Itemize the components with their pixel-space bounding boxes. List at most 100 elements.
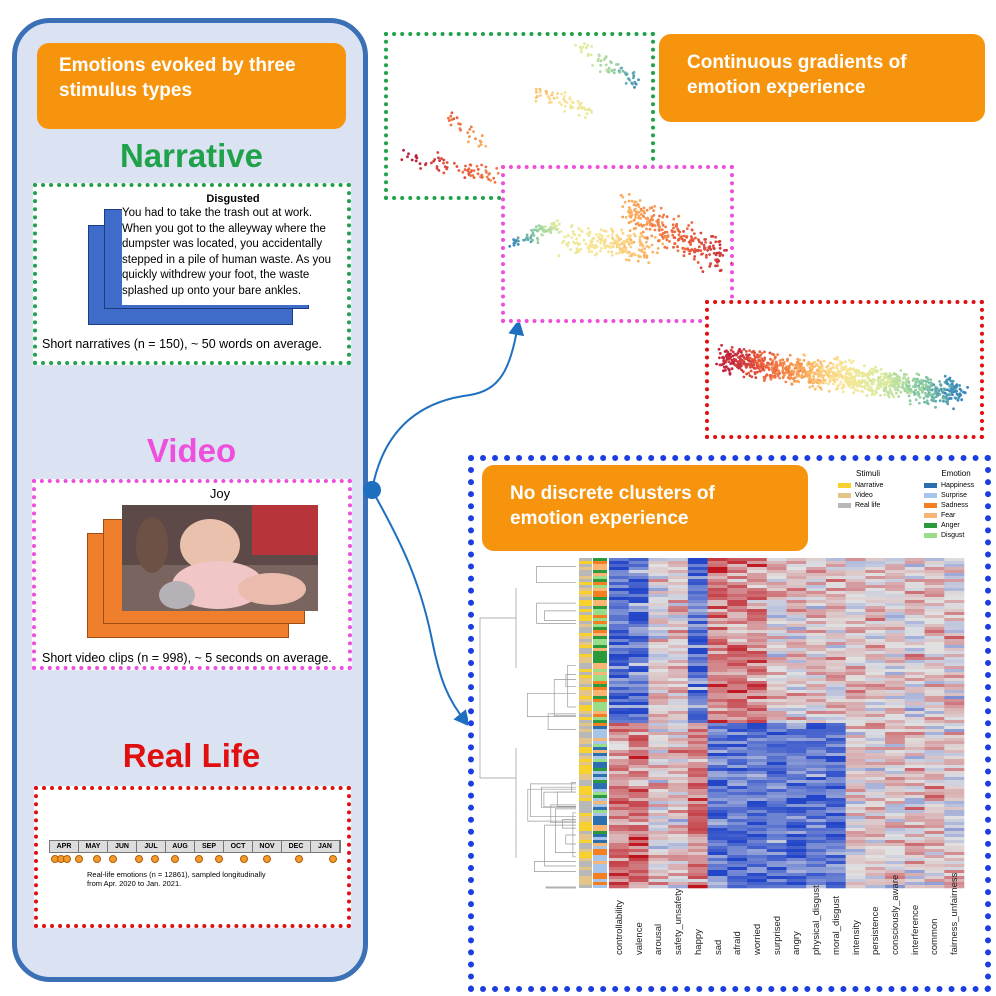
heatmap-cell <box>845 795 866 799</box>
heatmap-cell <box>628 729 649 733</box>
embedding-point <box>630 254 633 258</box>
embedding-point <box>770 366 774 370</box>
embedding-point <box>639 223 643 226</box>
row-emotion-annotation <box>593 846 607 849</box>
row-emotion-annotation <box>593 819 607 822</box>
heatmap-cell <box>845 801 866 805</box>
embedding-point <box>838 360 842 363</box>
heatmap-cell <box>727 774 748 778</box>
video-embedding-box <box>501 165 734 323</box>
heatmap-cell <box>885 630 906 634</box>
heatmap-cell <box>707 624 728 628</box>
heatmap-cell <box>687 750 708 754</box>
embedding-point <box>717 347 721 351</box>
row-stimulus-annotation <box>579 804 592 807</box>
heatmap-cell <box>727 759 748 763</box>
heatmap-cell <box>885 729 906 733</box>
embedding-point <box>938 399 942 403</box>
embedding-point <box>760 351 764 355</box>
heatmap-cell <box>845 804 866 808</box>
embedding-point <box>896 374 900 378</box>
heatmap-cell <box>865 576 886 580</box>
heatmap-cell <box>944 861 965 865</box>
embedding-point <box>781 358 784 361</box>
heatmap-cell <box>904 858 925 862</box>
timeline-marker <box>329 855 337 863</box>
heatmap-cell <box>609 834 630 838</box>
embedding-point <box>633 207 637 211</box>
heatmap-cell <box>668 831 689 835</box>
heatmap-cell <box>865 585 886 589</box>
embedding-point <box>787 370 790 374</box>
heatmap-cell <box>648 588 669 592</box>
heatmap-cell <box>786 693 807 697</box>
heatmap-cell <box>766 774 787 778</box>
row-stimulus-annotation <box>579 705 592 708</box>
heatmap-cell <box>648 873 669 877</box>
embedding-point <box>719 252 722 255</box>
heatmap-cell <box>668 714 689 718</box>
heatmap-cell <box>806 819 827 823</box>
heatmap-cell <box>727 714 748 718</box>
heatmap-cell <box>865 804 886 808</box>
row-stimulus-annotation <box>579 843 592 846</box>
heatmap-cell <box>806 642 827 646</box>
heatmap-cell <box>865 672 886 676</box>
heatmap-cell <box>668 717 689 721</box>
heatmap-cell <box>707 585 728 589</box>
heatmap-cell <box>727 834 748 838</box>
embedding-point <box>725 357 729 361</box>
heatmap-cell <box>865 582 886 586</box>
timeline-month-nov: NOV <box>253 841 282 852</box>
heatmap-cell <box>747 732 768 736</box>
heatmap-cell <box>885 879 906 883</box>
embedding-point <box>861 380 864 383</box>
embedding-point <box>889 391 893 394</box>
heatmap-cell <box>904 780 925 784</box>
embedding-point <box>627 193 631 196</box>
heatmap-cell <box>904 630 925 634</box>
embedding-point <box>567 241 570 245</box>
heatmap-cell <box>609 804 630 808</box>
heatmap-cell <box>865 684 886 688</box>
heatmap-cell <box>806 579 827 583</box>
heatmap-cell <box>885 621 906 625</box>
heatmap-cell <box>806 699 827 703</box>
embedding-point <box>445 167 448 171</box>
heatmap-cell <box>865 693 886 697</box>
heatmap-cell <box>924 714 945 718</box>
heatmap-cell <box>707 633 728 637</box>
heatmap-cell <box>904 837 925 841</box>
heatmap-cell <box>707 732 728 736</box>
heatmap-cell <box>668 702 689 706</box>
heatmap-cell <box>727 753 748 757</box>
heatmap-cell <box>609 657 630 661</box>
row-emotion-annotation <box>593 702 607 705</box>
heatmap-cell <box>766 720 787 724</box>
heatmap-cell <box>766 585 787 589</box>
heatmap-cell <box>825 864 846 868</box>
heatmap-cell <box>609 771 630 775</box>
heatmap-cell <box>668 654 689 658</box>
embedding-point <box>643 211 646 215</box>
embedding-point <box>632 203 636 207</box>
embedding-point <box>613 68 616 72</box>
heatmap-cell <box>845 819 866 823</box>
heatmap-cell <box>668 873 689 877</box>
embedding-point <box>920 378 923 382</box>
embedding-point <box>896 385 900 389</box>
heatmap-cell <box>885 669 906 673</box>
row-stimulus-annotation <box>579 558 592 561</box>
embedding-point <box>851 385 855 389</box>
heatmap-cell <box>924 723 945 727</box>
embedding-point <box>848 367 852 371</box>
embedding-point <box>708 253 711 256</box>
heatmap-column-label: controllability <box>613 900 625 955</box>
stimuli-legend-item: Video <box>838 490 898 500</box>
heatmap-cell <box>766 828 787 832</box>
heatmap-cell <box>766 579 787 583</box>
heatmap-cell <box>628 672 649 676</box>
heatmap-cell <box>687 822 708 826</box>
heatmap-cell <box>865 696 886 700</box>
heatmap-cell <box>628 558 649 562</box>
